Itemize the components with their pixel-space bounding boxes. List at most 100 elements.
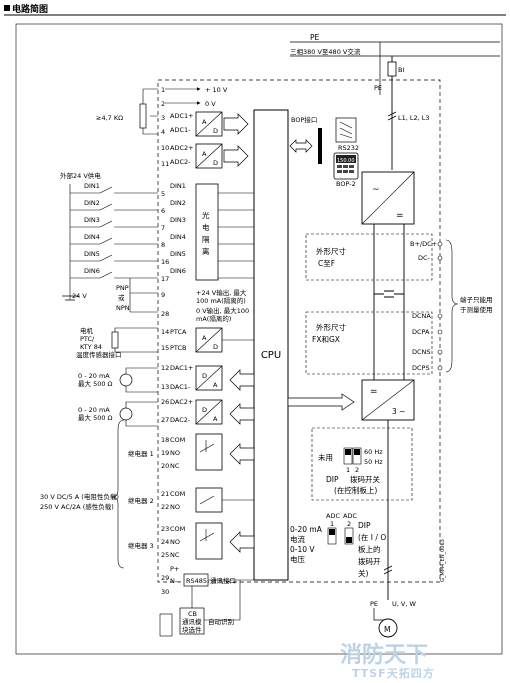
motor-m: M [384,625,390,634]
dac2-range: 0 - 20 mA [78,406,110,414]
zero-v-label: 0 V [205,100,216,108]
cpu-label: CPU [261,350,281,361]
dac1-range: 0 - 20 mA [78,372,110,380]
dac2-bus-arrow [229,403,255,425]
relay1-contact [199,440,215,453]
watermark-main: 消防天下 [340,643,428,668]
dc-link-capacitor [374,290,404,298]
svg-text:25: 25 [161,551,169,559]
out0-line1: 0 V输出, 最大100 [196,306,249,315]
rs232-adapter-icon [335,117,357,143]
svg-text:COM: COM [170,490,185,498]
iso-3: 隔 [202,235,210,244]
relay3-contact [199,529,215,542]
term-10: 10 [161,144,169,152]
dac1-max: 最大 500 Ω [78,379,113,388]
svg-text:DCPA: DCPA [412,328,430,336]
svg-text:COM: COM [170,436,185,444]
dip-sw2 [352,447,362,465]
svg-text:23: 23 [161,525,169,533]
dc-brace [445,239,459,373]
io-dip-4: 拨码开 [358,556,381,566]
ptc-label2: PTC/ [80,335,95,343]
svg-text:DCNA: DCNA [412,312,431,320]
iso-4: 离 [202,246,210,256]
din-terminals: 5 6 7 8 16 17 9 28 [161,190,169,318]
dac1-diag [195,365,223,391]
motor-pe-wire [373,608,388,621]
svg-text:7: 7 [161,224,165,232]
term-15: 15 [161,344,169,352]
ptc-wiring [114,327,158,353]
figure-code: G_MM4_EN_0063 [440,539,446,582]
motor-uvw-label: U, V, W [392,600,416,608]
bop2-keys [337,165,354,173]
io-dip-2: (在 I / O [358,532,386,542]
relay-rating2: 250 V AC/2A (感性负载) [40,502,114,511]
adc2-d: D [213,159,218,167]
pot-wiring [142,88,158,135]
term-3: 3 [161,114,165,122]
dac2-d: D [202,406,207,414]
term-1: 1 [161,86,165,94]
cb-label1: CB [188,610,197,618]
svg-text:DIN6: DIN6 [170,267,186,275]
rectifier-dc: = [396,211,404,221]
svg-text:21: 21 [161,490,169,498]
frame-cf-box [305,233,433,281]
motor-phase-mark [383,565,393,575]
relay-terminals: 18 19 20 21 22 23 24 25 COM NO NC COM NO… [161,436,185,559]
rs232-label: RS232 [338,144,359,152]
frame-fx-2: FX和GX [312,335,340,344]
ptc-a: A [202,334,207,342]
adc-num2: 2 [347,520,351,528]
term-2: 2 [161,100,165,108]
bop-link-arrow [289,139,313,153]
dip-title2: 拨码开关 [350,474,380,484]
dac1-d: D [202,372,207,380]
adc1-bus-arrow [223,113,249,135]
adc-a-label: ADC [326,512,340,520]
din-labels: DIN1 DIN2 DIN3 DIN4 DIN5 DIN6 DIN1 DIN2 … [84,182,186,275]
ptc-sensor [111,331,119,349]
pe-label: PE [310,33,320,42]
out24-line1: +24 V输出, 最大 [196,288,247,297]
dac2-diag [195,399,223,425]
rs485-iface: 通讯接口 [210,576,236,585]
adc1m-label: ADC1- [170,126,191,134]
bop-iface-label: BOP接口 [291,115,317,124]
dac2-max: 最大 500 Ω [78,413,113,422]
pe-terminal-label: PE [374,84,382,92]
iso-2: 电 [202,222,210,232]
dac2p-label: DAC2+ [170,398,193,406]
term-13: 13 [161,383,169,391]
pnp-label: PNP [116,284,129,292]
frame-fx-box [305,311,433,375]
page-title: 电路简图 [12,3,48,15]
dac1p-label: DAC1+ [170,364,193,372]
voltage-range: 0-10 V [290,545,315,554]
ptc-label3: KTY 84 [80,343,102,351]
npn-label: NPN [116,304,130,312]
dsub-connector-icon [159,613,173,637]
relay3-block [195,522,223,560]
brake-note-2: 于测量使用 [460,305,493,314]
svg-text:DC-: DC- [418,254,431,262]
bop2-display-value: 150.00 [337,158,355,164]
din-to-cpu-wires [218,192,254,279]
motor-pe-label: PE [370,600,378,608]
supply-label: 三相380 V至480 V交流 [290,47,361,56]
ptc-label1: 电机 [80,326,94,335]
adc1-a: A [202,118,207,126]
dip-sw2-knob [354,449,360,455]
term-29: 29 [161,574,169,582]
svg-text:DCNS: DCNS [412,348,431,356]
ptc-d: D [213,343,218,351]
svg-text:5: 5 [161,190,165,198]
svg-text:DIN3: DIN3 [84,216,100,224]
or-label: 或 [118,293,125,302]
svg-text:NO: NO [170,538,180,546]
dip-title3: (在控制板上) [334,485,377,495]
svg-text:24: 24 [161,538,169,546]
svg-text:17: 17 [161,275,169,283]
